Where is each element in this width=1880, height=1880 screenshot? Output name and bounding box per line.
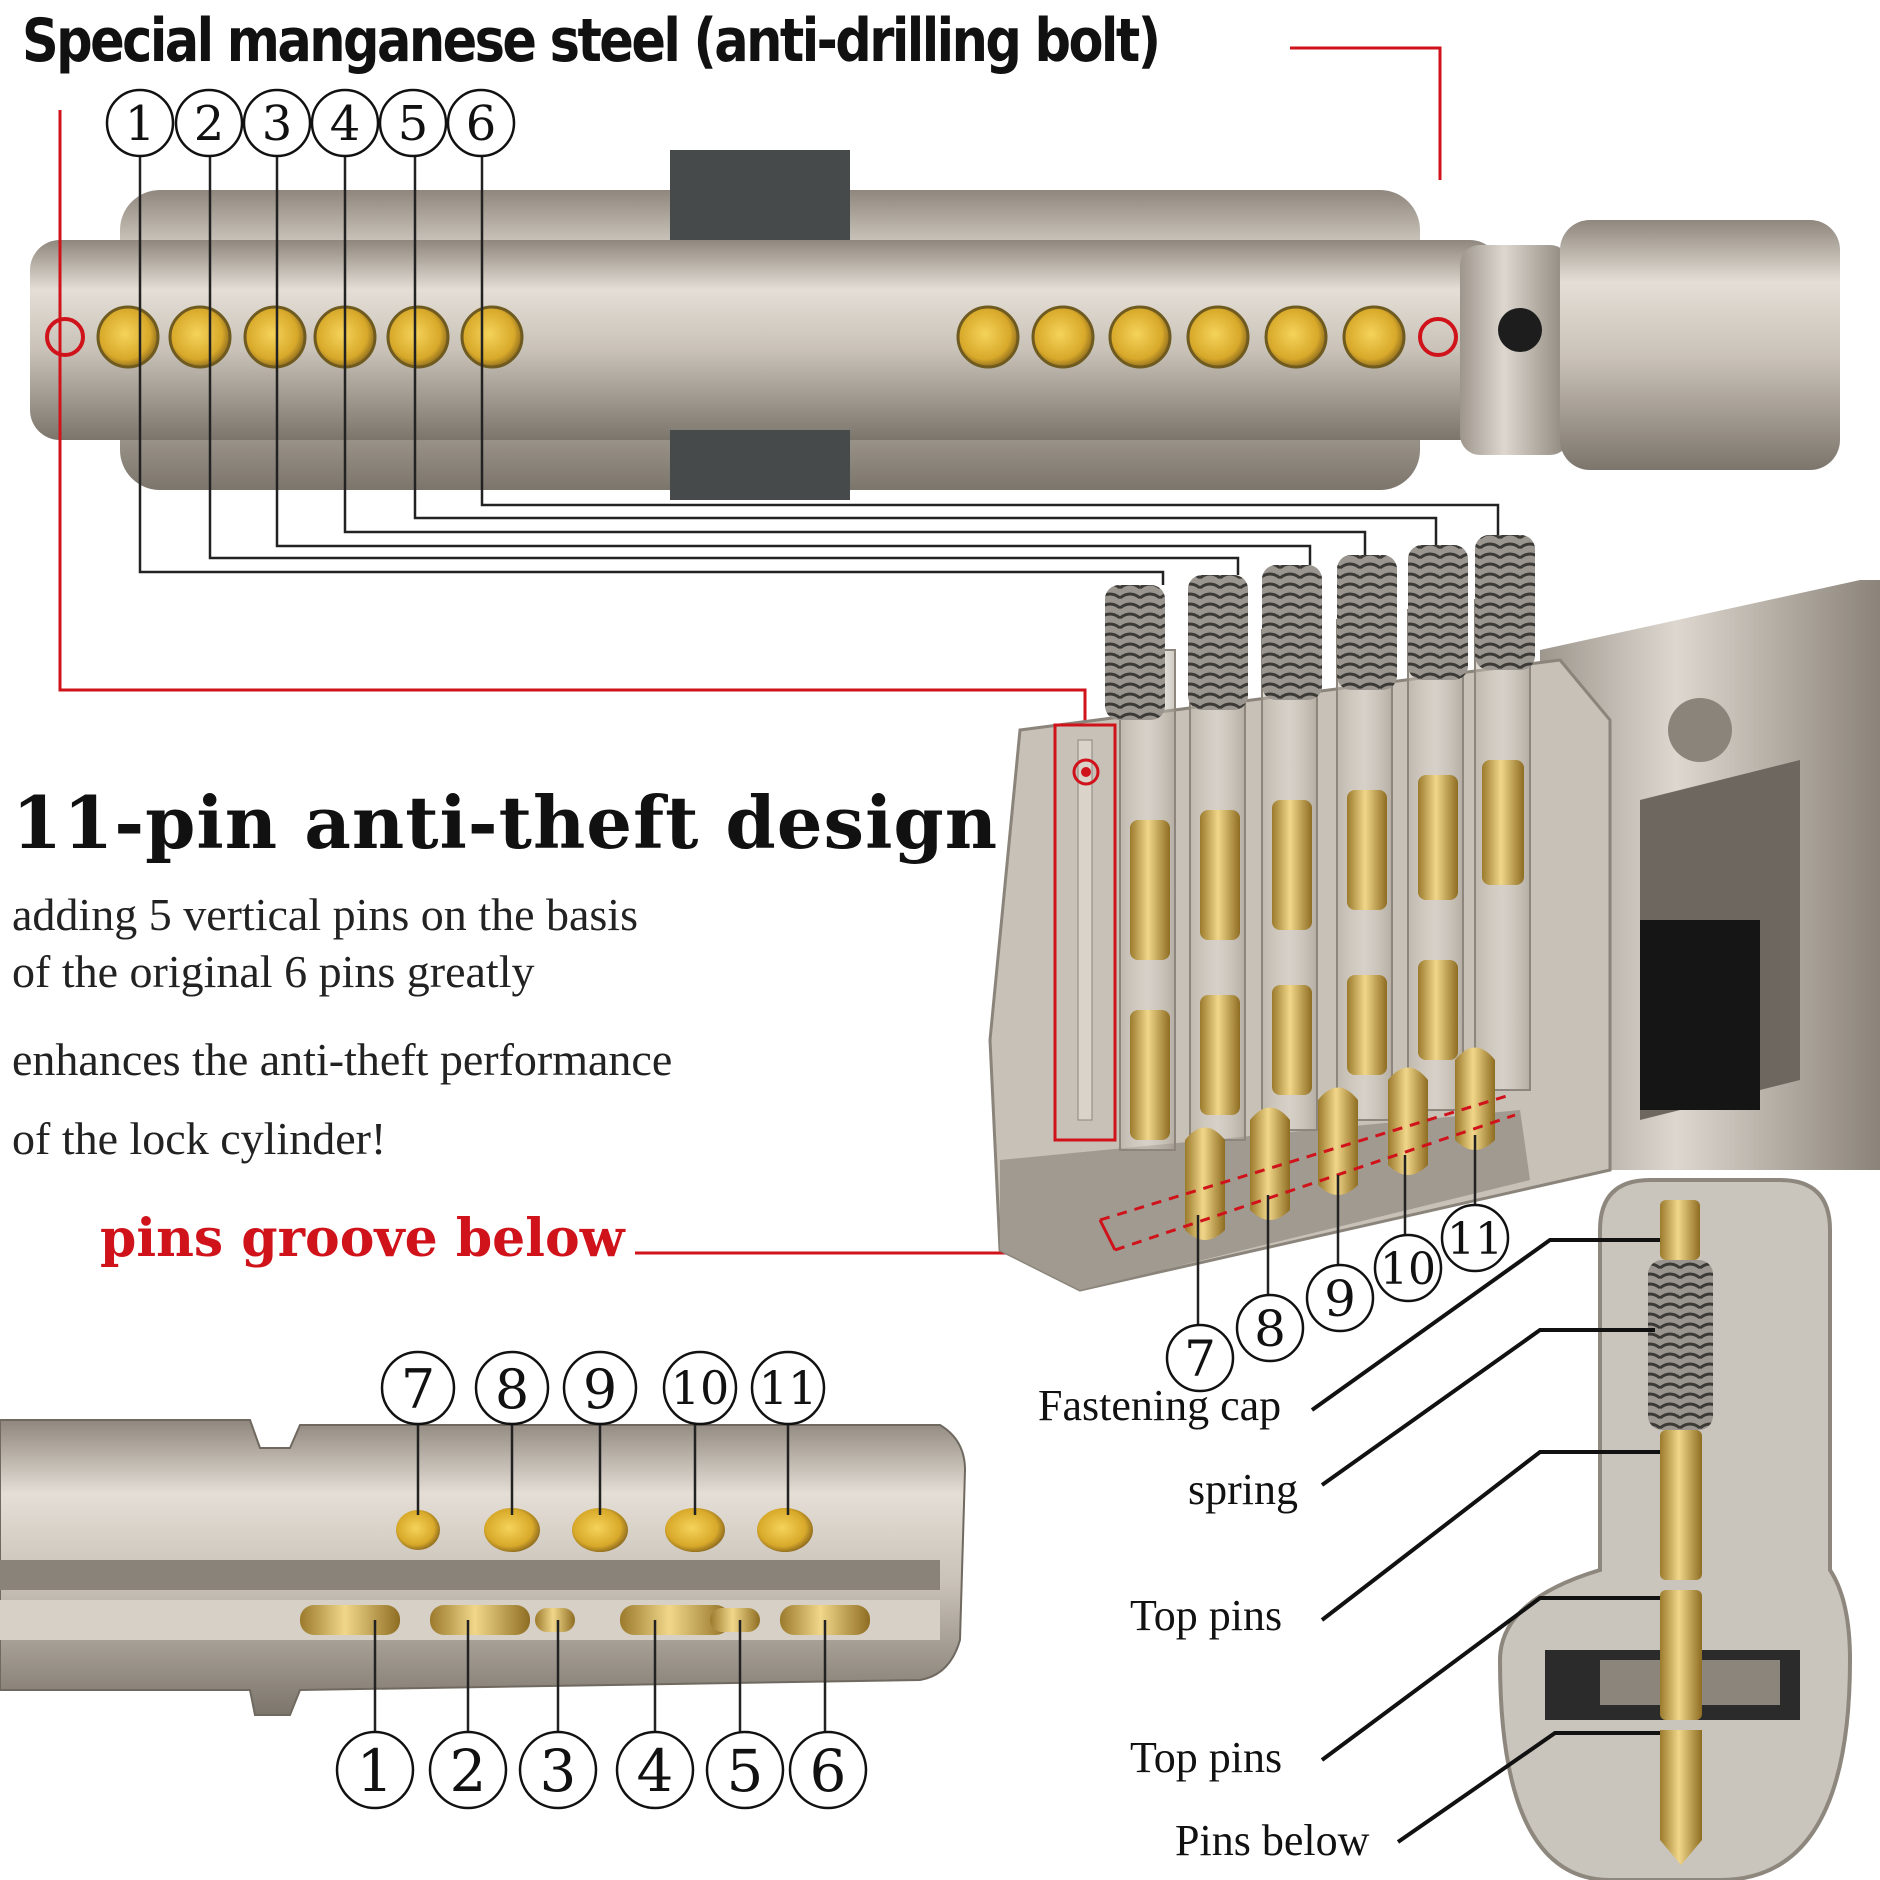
top-number-4: 4 — [330, 96, 361, 152]
pin-stack-closeup-image — [1497, 1178, 1853, 1880]
key-number-3: 3 — [540, 1737, 577, 1805]
cutaway-number-8: 8 — [1254, 1300, 1286, 1358]
top-number-6: 6 — [466, 96, 497, 152]
pins-groove-label: pins groove below — [100, 1208, 625, 1269]
top-pin-numbers: 1 2 3 4 5 6 — [105, 88, 516, 158]
key-dimples-upper — [396, 1508, 813, 1552]
key-number-8: 8 — [495, 1358, 529, 1421]
top-cylinder-image — [30, 150, 1840, 500]
key-number-11: 11 — [759, 1361, 818, 1415]
design-line-1: adding 5 vertical pins on the basis — [12, 889, 638, 940]
key-number-10: 10 — [671, 1361, 730, 1415]
fastening-cap-label: Fastening cap — [1038, 1381, 1282, 1430]
key-number-4: 4 — [637, 1737, 674, 1805]
brass-pins — [1130, 760, 1524, 1240]
design-line-4: of the lock cylinder! — [12, 1113, 387, 1164]
key-number-7: 7 — [401, 1358, 435, 1421]
cutaway-number-10: 10 — [1380, 1244, 1436, 1295]
vertical-pin-numbers: 7 8 9 10 11 — [1165, 1203, 1510, 1393]
vertical-pin-leaders — [1196, 1135, 1477, 1325]
bolt-pin-dots — [96, 305, 1406, 369]
spring-label: spring — [1188, 1465, 1298, 1514]
page-title: Special manganese steel (anti-drilling b… — [22, 6, 1161, 76]
design-title: 11-pin anti-theft design — [12, 780, 999, 865]
cutaway-number-7: 7 — [1184, 1330, 1216, 1388]
pin-leader-lines — [138, 150, 1500, 585]
cutaway-number-9: 9 — [1324, 1270, 1356, 1328]
design-line-2: of the original 6 pins greatly — [12, 946, 535, 997]
top-number-3: 3 — [262, 96, 293, 152]
top-pins-label-2: Top pins — [1130, 1733, 1283, 1782]
key-number-9: 9 — [583, 1358, 617, 1421]
pins-below-label: Pins below — [1175, 1816, 1370, 1865]
key-upper-numbers: 7 8 9 10 11 — [380, 1350, 826, 1426]
key-number-5: 5 — [727, 1737, 764, 1805]
top-number-1: 1 — [125, 96, 156, 152]
top-number-2: 2 — [194, 96, 225, 152]
springs — [1105, 535, 1535, 720]
top-pins-label-1: Top pins — [1130, 1591, 1283, 1640]
key-image — [0, 1419, 967, 1716]
top-number-5: 5 — [398, 96, 429, 152]
cutaway-cylinder-image — [988, 535, 1880, 1292]
key-lower-numbers: 1 2 3 4 5 6 — [335, 1730, 868, 1810]
key-leader-lines — [373, 1422, 827, 1740]
part-leader-lines — [1310, 1238, 1660, 1844]
key-number-6: 6 — [810, 1737, 847, 1805]
key-number-1: 1 — [357, 1737, 394, 1805]
key-number-2: 2 — [450, 1737, 487, 1805]
cutaway-number-11: 11 — [1447, 1214, 1503, 1265]
design-line-3: enhances the anti-theft performance — [12, 1034, 673, 1085]
